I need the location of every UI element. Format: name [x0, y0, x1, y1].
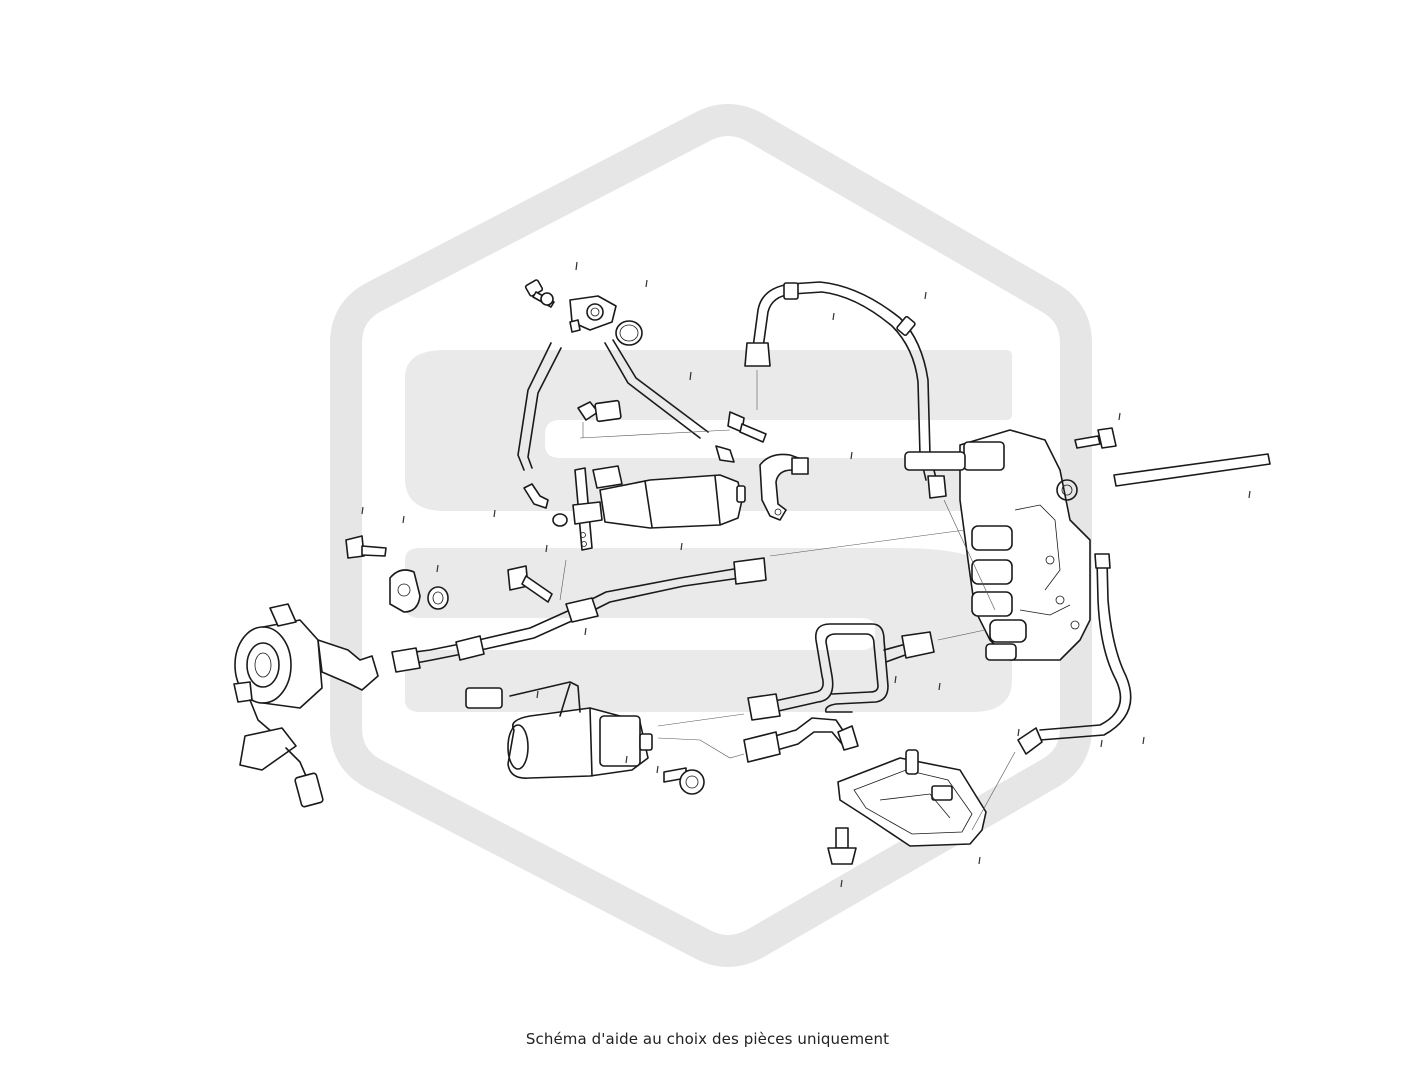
bolt-left [345, 535, 387, 559]
rubber-grommet [427, 586, 449, 610]
bolt-top-left [524, 279, 555, 308]
bolt-motor [663, 767, 705, 795]
washer-small [552, 513, 568, 527]
pump-flange [569, 295, 617, 333]
hose-return-right [1017, 553, 1132, 755]
reference-ticks [361, 261, 1251, 888]
valve-body [904, 429, 1091, 661]
clip-small [715, 445, 735, 463]
o-ring-top [615, 320, 643, 346]
bolt-reservoir [827, 827, 857, 865]
hydraulic-pump-motor [465, 681, 653, 780]
pipe-clip [389, 569, 421, 613]
watermark-logo [330, 104, 1092, 967]
leader-lines [559, 370, 1016, 831]
fluid-reservoir [837, 749, 987, 847]
bolt-mid [727, 411, 767, 443]
pipe-loop [747, 623, 935, 721]
hose-left-short [517, 342, 562, 471]
bracket-clamp [759, 453, 809, 521]
bolt-valve-top [1074, 427, 1117, 449]
dowel-rod [1113, 453, 1271, 487]
hose-right-short [604, 339, 709, 439]
pipe-upper [744, 281, 947, 499]
pressure-switch [577, 399, 622, 438]
clutch-slave-cylinder [233, 603, 379, 808]
pressure-accumulator [572, 465, 746, 551]
bolt-lower-mid [507, 565, 553, 603]
hose-corrugated [743, 717, 859, 763]
diagram-caption: Schéma d'aide au choix des pièces unique… [525, 1030, 890, 1048]
banjo-fitting [523, 483, 549, 509]
clutch-hose [391, 557, 767, 673]
